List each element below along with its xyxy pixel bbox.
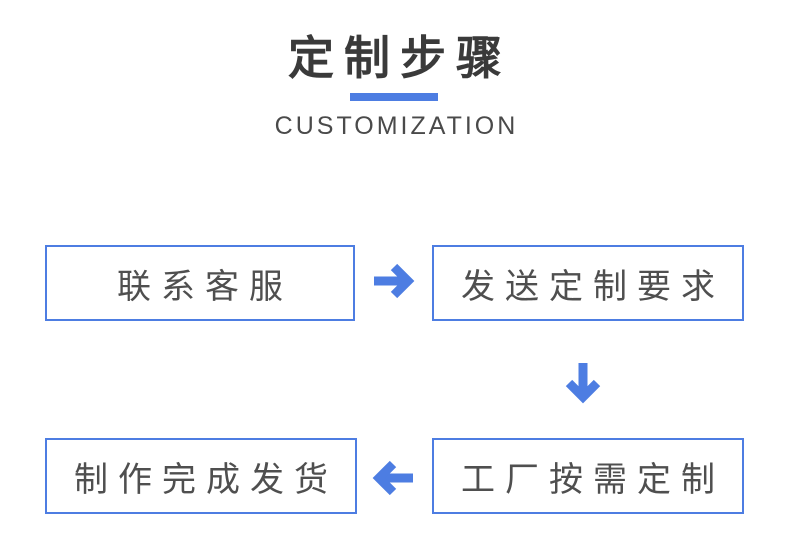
step-box-factory-customize: 工厂按需定制	[432, 438, 744, 514]
step-label: 发送定制要求	[461, 267, 725, 306]
arrow-down-icon	[565, 363, 601, 404]
step-label: 制作完成发货	[74, 460, 338, 499]
step-box-send-requirements: 发送定制要求	[432, 245, 744, 321]
step-label: 工厂按需定制	[461, 460, 725, 499]
step-box-contact-service: 联系客服	[45, 245, 355, 321]
page-title: 定制步骤	[288, 32, 512, 84]
page-subtitle: CUSTOMIZATION	[274, 112, 519, 140]
arrow-left-icon	[372, 460, 413, 496]
step-box-ship-finished-goods: 制作完成发货	[45, 438, 357, 514]
title-underline	[350, 93, 438, 101]
step-label: 联系客服	[117, 267, 293, 306]
arrow-right-icon	[374, 263, 415, 299]
